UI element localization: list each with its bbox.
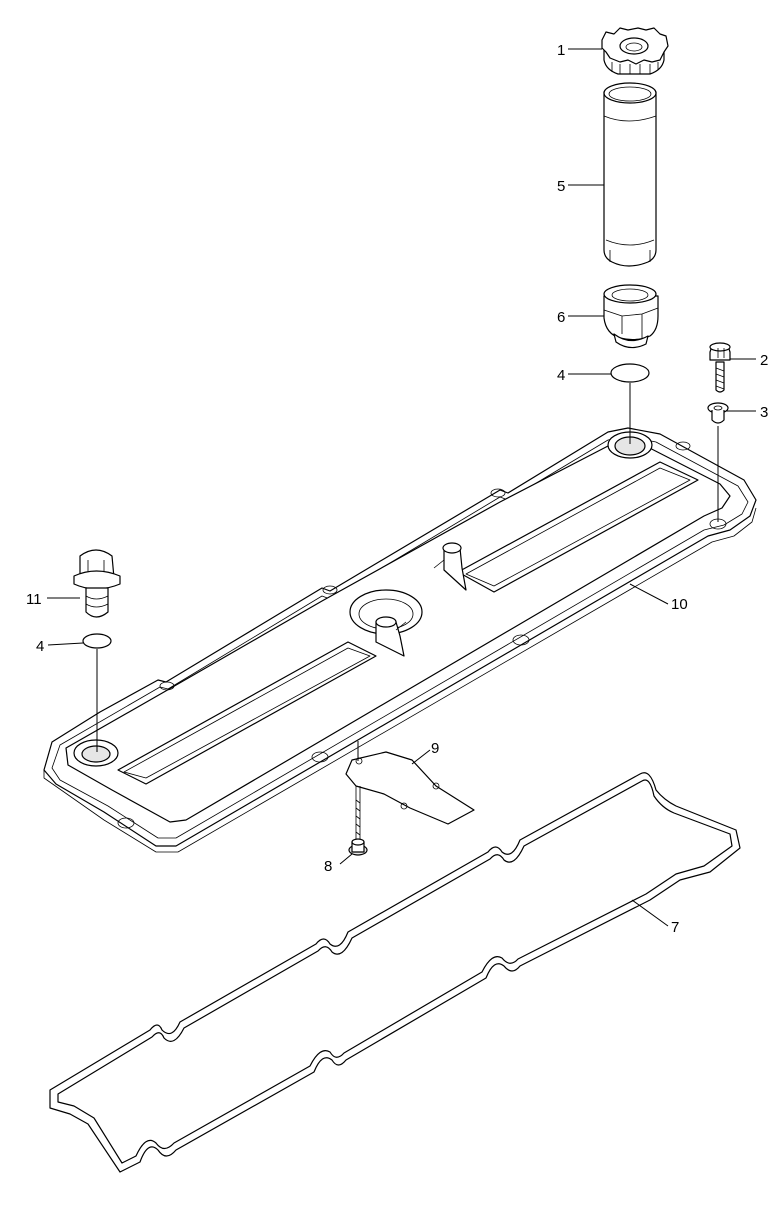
callout-2: 2 xyxy=(760,352,768,369)
rocker-cover xyxy=(43,427,757,853)
callout-11: 11 xyxy=(26,591,42,608)
callout-7: 7 xyxy=(671,919,679,936)
callout-6: 6 xyxy=(557,309,565,326)
callout-10: 10 xyxy=(671,596,688,613)
filler-adapter xyxy=(603,284,659,349)
callout-4-upper: 4 xyxy=(557,367,565,384)
o-ring-lower xyxy=(82,633,112,649)
filler-cap xyxy=(601,27,669,75)
callout-4-lower: 4 xyxy=(36,638,44,655)
baffle-plate xyxy=(345,751,475,825)
filler-tube xyxy=(603,82,657,267)
callout-9: 9 xyxy=(431,740,439,757)
leader-lines xyxy=(47,48,756,927)
alignment-lines xyxy=(96,383,719,752)
bolt-washer xyxy=(707,402,729,424)
callout-3: 3 xyxy=(760,404,768,421)
callout-1: 1 xyxy=(557,42,565,59)
breather-fitting xyxy=(73,549,121,618)
cover-gasket xyxy=(49,772,741,1173)
callout-8: 8 xyxy=(324,858,332,875)
baffle-screw xyxy=(348,741,368,856)
cover-bolt xyxy=(709,342,731,393)
o-ring-upper xyxy=(610,363,650,383)
callout-5: 5 xyxy=(557,178,565,195)
